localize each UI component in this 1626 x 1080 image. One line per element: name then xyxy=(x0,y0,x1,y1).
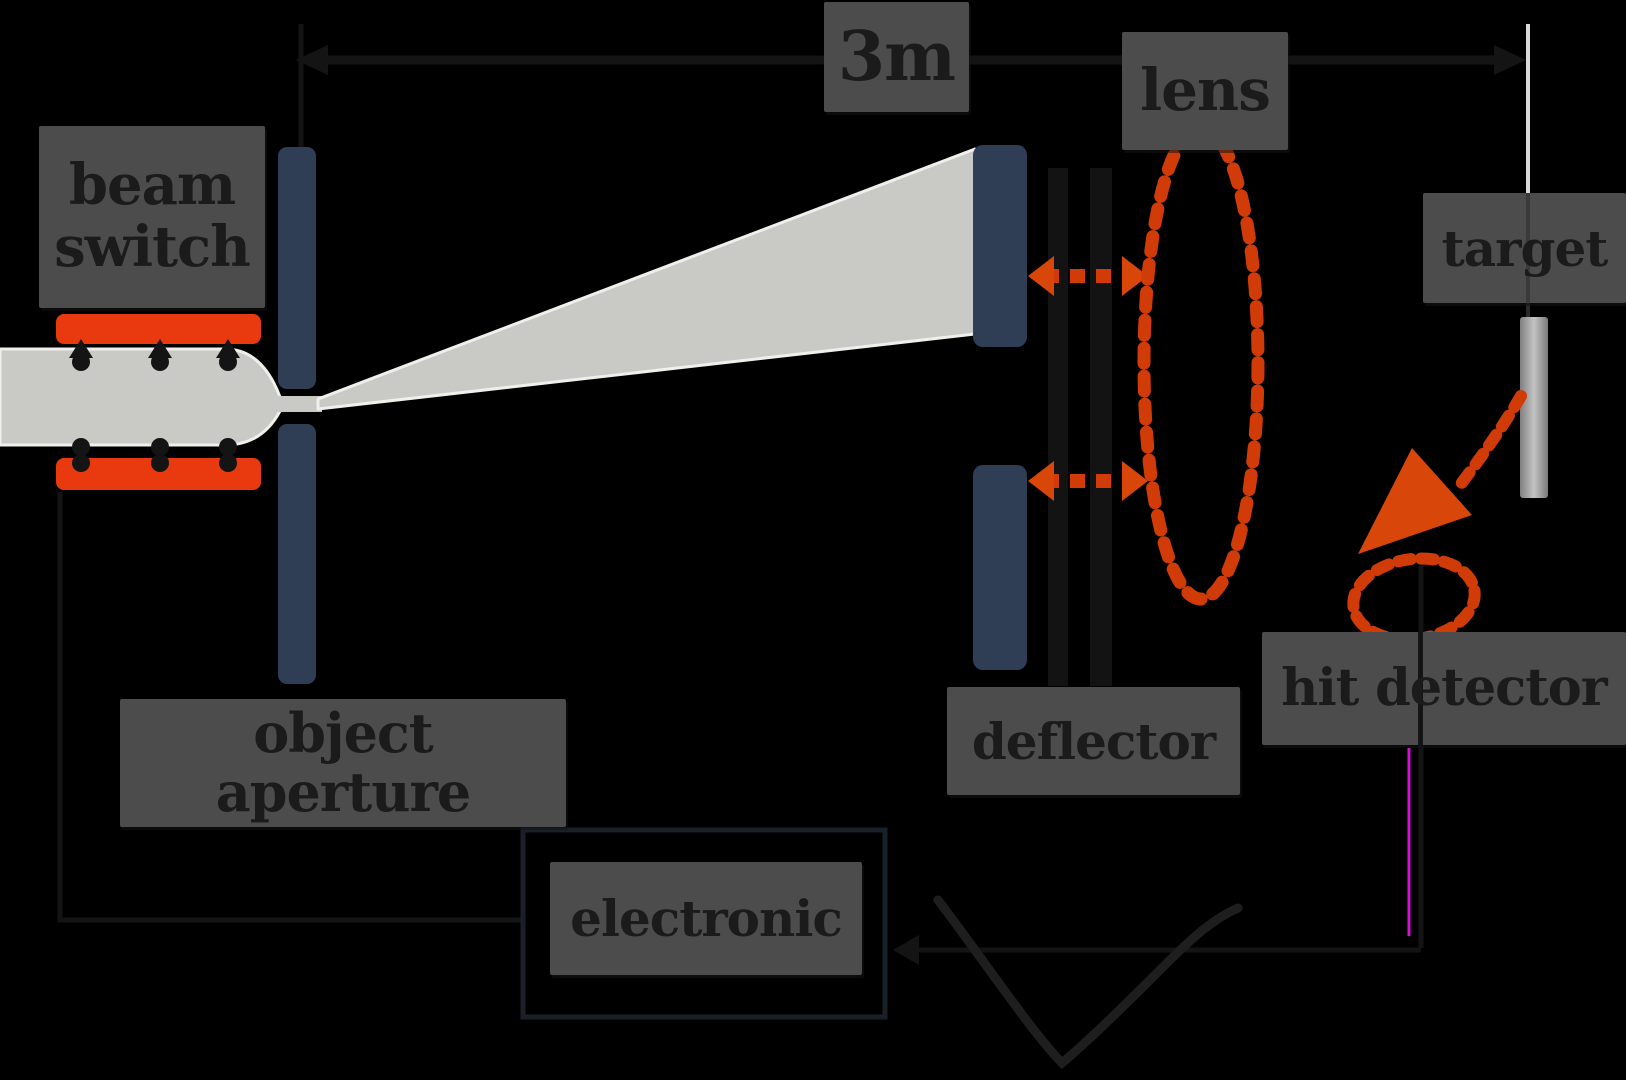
wire-arrow-left-icon xyxy=(893,935,919,965)
beam-waist xyxy=(274,396,322,412)
object-aperture-label: object aperture xyxy=(120,699,566,827)
deflector-aperture-bottom xyxy=(973,465,1027,670)
incoming-beam xyxy=(0,347,282,447)
distance-label: 3m xyxy=(824,2,969,112)
arrow-left-icon xyxy=(1028,461,1054,501)
hit-detector-label: hit detector xyxy=(1262,632,1626,745)
wire-through-label xyxy=(1418,632,1423,745)
hit-curve xyxy=(1451,390,1527,495)
beam-switch-label: beam switch xyxy=(39,126,265,308)
beam-switch-assembly xyxy=(56,314,261,490)
scan-arrow-bottom xyxy=(1028,461,1148,501)
arrow-up-icon xyxy=(148,339,172,358)
wire-electronic-to-beam-switch xyxy=(57,492,523,923)
target-label: target xyxy=(1423,193,1626,303)
target-label-text: target xyxy=(1441,218,1609,278)
arrow-up-icon xyxy=(69,339,93,358)
beam-switch-label-line2: switch xyxy=(54,214,251,280)
object-aperture-plate-bottom xyxy=(278,424,316,684)
electronic-label-text: electronic xyxy=(570,889,843,948)
lens-label-text: lens xyxy=(1140,56,1271,125)
arrow-up-icon xyxy=(216,339,240,358)
target-stem-through-label xyxy=(1526,193,1530,303)
object-aperture-label-text: object aperture xyxy=(215,700,472,824)
contact-dot xyxy=(151,438,169,456)
arrow-left-icon xyxy=(1028,256,1054,296)
arrow-right-icon xyxy=(1122,256,1148,296)
electronic-label: electronic xyxy=(550,862,862,975)
deflector-label-text: deflector xyxy=(971,711,1216,771)
deflector-blade-left xyxy=(1048,168,1068,686)
lens-label: lens xyxy=(1122,32,1288,150)
contact-dot xyxy=(219,454,237,472)
hit-detector-label-text: hit detector xyxy=(1281,658,1607,719)
contact-dot xyxy=(219,438,237,456)
contacts-bottom xyxy=(72,438,237,472)
target-assembly xyxy=(1520,303,1548,498)
deflector-assembly xyxy=(973,145,1148,686)
deflector-blade-right xyxy=(1090,168,1112,686)
scan-arrow-top xyxy=(1028,256,1148,296)
object-aperture-assembly xyxy=(278,147,316,684)
beam-switch-plate-bottom xyxy=(56,458,261,490)
hit-detector-symbol xyxy=(1347,390,1527,646)
dimension-arrow-left-icon xyxy=(296,45,328,75)
beam-switch-plate-top xyxy=(56,314,261,344)
arrow-right-icon xyxy=(1122,461,1148,501)
beam-switch-label-line1: beam xyxy=(68,152,236,219)
contact-dot xyxy=(151,454,169,472)
object-aperture-plate-top xyxy=(278,147,316,389)
divergent-beam-cone xyxy=(316,147,977,411)
dimension-arrow-right-icon xyxy=(1494,45,1526,75)
field-arrows-up xyxy=(69,339,240,371)
distance-label-text: 3m xyxy=(837,16,956,97)
deflector-aperture-top xyxy=(973,145,1027,347)
deflector-label: deflector xyxy=(947,687,1240,795)
signal-waveform-scribble xyxy=(933,895,1243,1070)
hit-arrowhead-icon xyxy=(1358,448,1472,554)
lens-ellipse xyxy=(1137,120,1265,606)
target-bar xyxy=(1520,317,1548,498)
contact-dot xyxy=(72,438,90,456)
electronic-outline-box xyxy=(520,827,888,1020)
dimension-line-3m xyxy=(296,24,1530,193)
contact-dot xyxy=(72,454,90,472)
